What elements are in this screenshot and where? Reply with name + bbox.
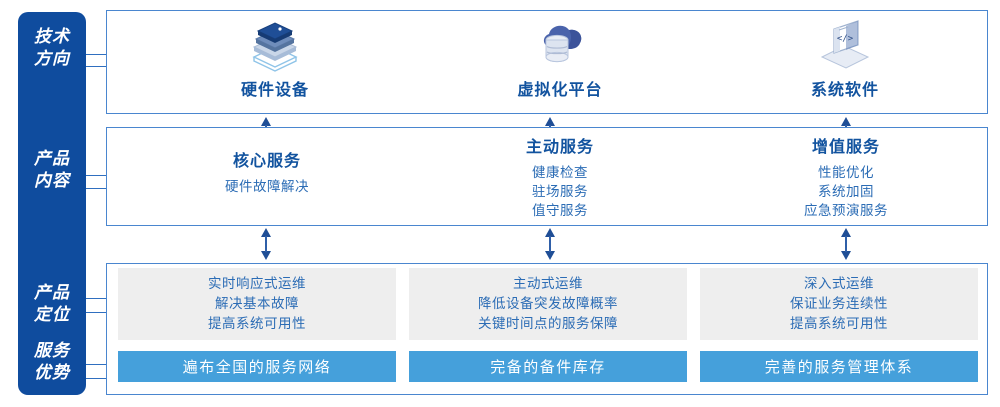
rail-label-product-positioning: 产品 定位 <box>18 282 86 326</box>
content-item: 驻场服务 <box>532 184 588 199</box>
tech-title-virtualization: 虚拟化平台 <box>517 82 603 99</box>
connector-stub <box>86 378 108 379</box>
svg-text:</>: </> <box>837 34 854 44</box>
content-title-value-added: 增值服务 <box>811 139 880 156</box>
advantage-bar-management-system[interactable]: 完善的服务管理体系 <box>700 351 978 382</box>
rail-label-tech-direction: 技术 方向 <box>18 26 86 70</box>
connector-stub <box>86 364 108 365</box>
arrow-double-icon <box>838 228 854 265</box>
tech-column-virtualization[interactable]: 虚拟化平台 <box>445 16 675 108</box>
content-column-core[interactable]: 核心服务 硬件故障解决 <box>152 147 382 196</box>
rail-label-product-content: 产品 内容 <box>18 148 86 192</box>
tech-column-hardware[interactable]: 硬件设备 <box>160 16 390 108</box>
connector-stub <box>86 66 108 67</box>
advantage-bar-spare-parts[interactable]: 完备的备件库存 <box>409 351 687 382</box>
rail-label-service-advantage: 服务 优势 <box>18 340 86 384</box>
rail-label-line1: 产品 <box>34 283 70 302</box>
content-item: 硬件故障解决 <box>225 179 309 194</box>
positioning-item: 提高系统可用性 <box>208 316 306 331</box>
arrow-double-icon <box>258 228 274 265</box>
content-item: 系统加固 <box>818 184 874 199</box>
positioning-item: 关键时间点的服务保障 <box>478 316 618 331</box>
rail-label-line2: 优势 <box>34 363 70 382</box>
content-column-value-added[interactable]: 增值服务 性能优化 系统加固 应急预演服务 <box>731 133 961 220</box>
tech-title-hardware: 硬件设备 <box>240 82 309 99</box>
content-item: 性能优化 <box>818 165 874 180</box>
content-item: 应急预演服务 <box>804 203 888 218</box>
connector-stub <box>86 188 108 189</box>
content-title-core: 核心服务 <box>232 153 301 170</box>
content-item: 健康检查 <box>532 165 588 180</box>
connector-stub <box>86 298 108 299</box>
rail-label-line2: 内容 <box>34 171 70 190</box>
server-stack-icon <box>160 16 390 74</box>
connector-stub <box>86 54 108 55</box>
rail-label-line2: 方向 <box>34 49 70 68</box>
positioning-item: 提高系统可用性 <box>790 316 888 331</box>
connector-stub <box>86 312 108 313</box>
positioning-item: 降低设备突发故障概率 <box>478 296 618 311</box>
positioning-item: 主动式运维 <box>513 276 583 291</box>
positioning-item: 解决基本故障 <box>215 296 299 311</box>
laptop-code-icon: </> <box>730 16 960 74</box>
cloud-database-icon <box>445 16 675 74</box>
tech-title-system-software: 系统软件 <box>810 82 879 99</box>
rail-label-line2: 定位 <box>34 305 70 324</box>
positioning-card-indepth[interactable]: 深入式运维 保证业务连续性 提高系统可用性 <box>700 268 978 340</box>
content-item: 值守服务 <box>532 203 588 218</box>
content-title-proactive: 主动服务 <box>525 139 594 156</box>
positioning-item: 保证业务连续性 <box>790 296 888 311</box>
product-content-box <box>106 127 988 226</box>
connector-stub <box>86 175 108 176</box>
arrow-double-icon <box>542 228 558 265</box>
positioning-card-proactive[interactable]: 主动式运维 降低设备突发故障概率 关键时间点的服务保障 <box>409 268 687 340</box>
content-column-proactive[interactable]: 主动服务 健康检查 驻场服务 值守服务 <box>445 133 675 220</box>
positioning-item: 实时响应式运维 <box>208 276 306 291</box>
rail-label-line1: 技术 <box>34 27 70 46</box>
category-rail <box>18 12 86 395</box>
positioning-item: 深入式运维 <box>804 276 874 291</box>
rail-label-line1: 服务 <box>34 341 70 360</box>
rail-label-line1: 产品 <box>34 149 70 168</box>
advantage-bar-service-network[interactable]: 遍布全国的服务网络 <box>118 351 396 382</box>
positioning-card-realtime[interactable]: 实时响应式运维 解决基本故障 提高系统可用性 <box>118 268 396 340</box>
tech-column-system-software[interactable]: </> 系统软件 <box>730 16 960 108</box>
